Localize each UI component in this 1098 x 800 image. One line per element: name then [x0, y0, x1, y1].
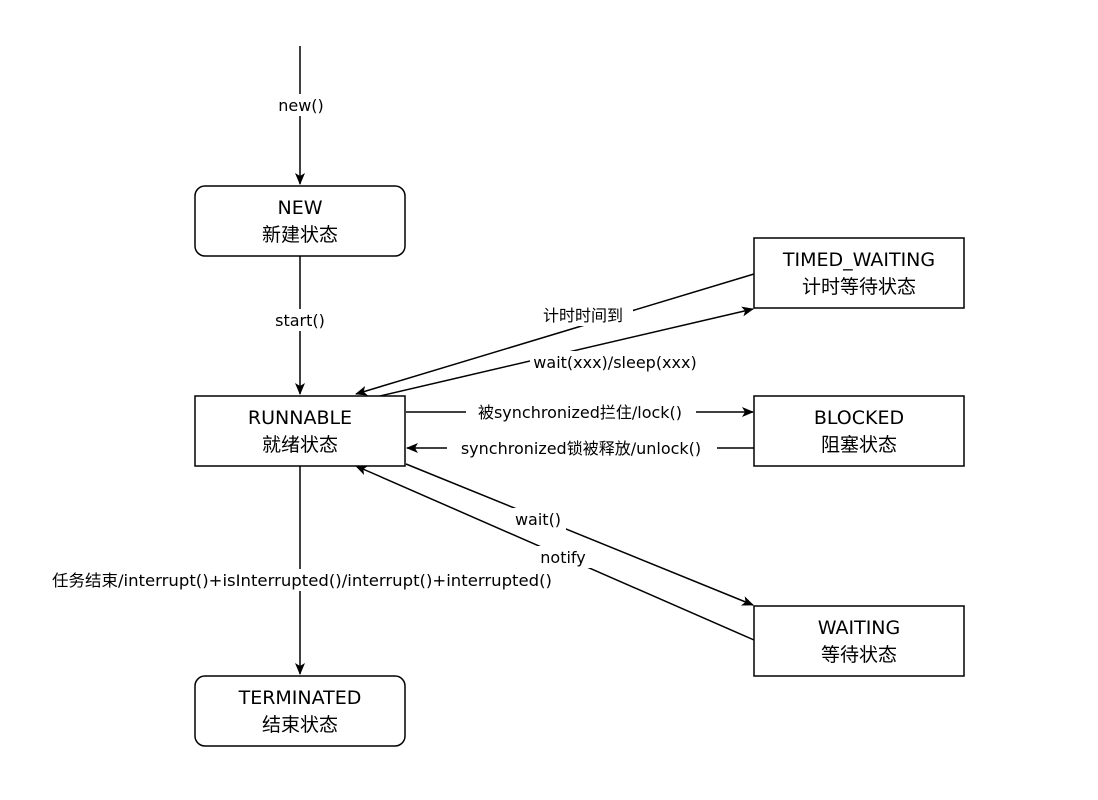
label-timeout: 计时时间到	[543, 306, 623, 325]
state-name: WAITING	[818, 617, 901, 639]
state-waiting: WAITING 等待状态	[753, 605, 965, 677]
label-wait: wait()	[515, 510, 561, 529]
label-sync-released: synchronized锁被释放/unlock()	[461, 439, 701, 458]
label-sync-blocked: 被synchronized拦住/lock()	[478, 403, 682, 422]
state-terminated: TERMINATED 结束状态	[194, 675, 406, 747]
label-terminate: 任务结束/interrupt()+isInterrupted()/interru…	[52, 571, 552, 590]
state-blocked: BLOCKED 阻塞状态	[753, 395, 965, 467]
edge-wait	[405, 463, 754, 606]
state-box	[753, 605, 965, 677]
label-wait-sleep: wait(xxx)/sleep(xxx)	[533, 353, 696, 372]
label-bg	[530, 351, 702, 373]
state-desc: 就绪状态	[262, 434, 338, 456]
state-desc: 结束状态	[262, 714, 338, 736]
state-new: NEW 新建状态	[194, 185, 406, 257]
state-name: RUNNABLE	[248, 407, 352, 429]
label-bg	[270, 309, 330, 331]
state-desc: 等待状态	[821, 644, 897, 666]
label-bg	[537, 546, 591, 568]
state-box	[194, 675, 406, 747]
state-name: NEW	[277, 197, 322, 219]
label-bg	[510, 508, 566, 530]
state-desc: 计时等待状态	[802, 276, 916, 298]
state-timed-waiting: TIMED_WAITING 计时等待状态	[753, 237, 965, 309]
label-bg	[447, 437, 717, 459]
state-box	[753, 395, 965, 467]
state-desc: 阻塞状态	[821, 434, 897, 456]
state-box	[194, 395, 406, 467]
state-desc: 新建状态	[262, 224, 338, 246]
state-box	[753, 237, 965, 309]
edge-timeout	[355, 273, 755, 396]
state-name: BLOCKED	[814, 407, 904, 429]
label-bg	[533, 304, 633, 326]
label-start: start()	[275, 311, 325, 330]
label-new-call: new()	[278, 96, 324, 115]
label-bg	[466, 401, 696, 423]
state-name: TIMED_WAITING	[782, 249, 935, 271]
state-box	[194, 185, 406, 257]
state-runnable: RUNNABLE 就绪状态	[194, 395, 406, 467]
label-bg	[275, 94, 327, 116]
label-notify: notify	[540, 548, 585, 567]
label-bg	[50, 569, 558, 591]
state-name: TERMINATED	[238, 687, 362, 709]
